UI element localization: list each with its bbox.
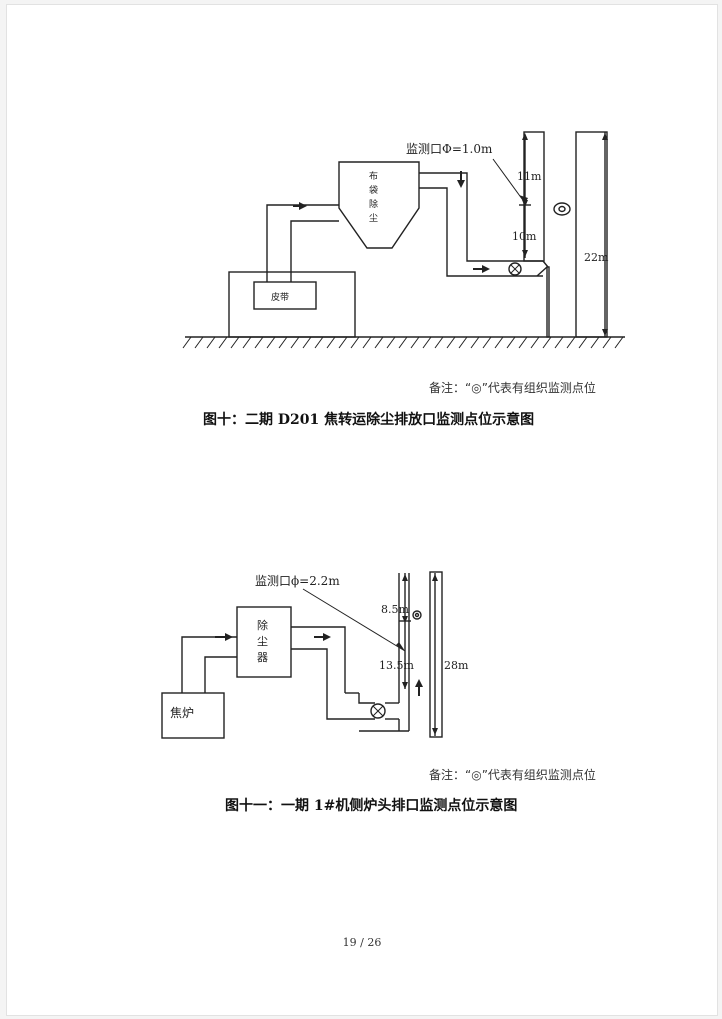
dim-lower-label: 13.5m bbox=[379, 659, 414, 672]
inlet-duct-outer bbox=[181, 636, 237, 693]
dust-collector bbox=[236, 606, 292, 678]
duct-outer bbox=[266, 204, 339, 282]
figure-11-note: 备注：“◎”代表有组织监测点位 bbox=[429, 768, 596, 782]
figure-10-diagram: 监测口Φ=1.0m 11m 10m 22m 布 袋 除 尘 皮带 bbox=[182, 131, 625, 349]
dim-upper-label: 11m bbox=[517, 170, 542, 183]
monitor-pointer bbox=[302, 588, 406, 652]
bag-filter-label: 布 bbox=[369, 170, 378, 182]
flow-arrow-icon bbox=[323, 633, 331, 641]
flow-arrow-icon bbox=[457, 180, 465, 188]
dim-total-label: 28m bbox=[444, 659, 469, 672]
figure-11-diagram: 监测口ϕ=2.2m 8.5m 13.5m 28m 除 尘 器 焦炉 bbox=[161, 571, 469, 739]
duct-inner bbox=[290, 220, 339, 282]
flow-arrow-icon bbox=[299, 202, 307, 210]
furnace-label: 焦炉 bbox=[170, 706, 194, 720]
belt-box bbox=[253, 281, 317, 310]
belt-housing bbox=[228, 271, 356, 338]
chimney bbox=[575, 131, 608, 338]
monitor-label: 监测口Φ=1.0m bbox=[406, 142, 493, 156]
dim-lower-label: 10m bbox=[512, 230, 537, 243]
svg-text:袋: 袋 bbox=[369, 184, 378, 196]
figure-11-caption: 图十一：一期 1#机侧炉头排口监测点位示意图 bbox=[225, 798, 518, 814]
belt-label: 皮带 bbox=[271, 291, 289, 303]
fan-icon bbox=[370, 703, 386, 719]
furnace-box bbox=[161, 692, 225, 739]
outlet-duct-outer bbox=[291, 626, 346, 693]
outlet-duct-inner bbox=[419, 187, 543, 277]
chimney bbox=[429, 571, 443, 738]
figure-10-note: 备注：“◎”代表有组织监测点位 bbox=[429, 381, 596, 395]
fan-base bbox=[536, 266, 548, 277]
stack-base bbox=[546, 266, 550, 338]
outlet-duct-outer bbox=[419, 172, 543, 262]
exhaust-stack bbox=[523, 131, 545, 262]
svg-text:尘: 尘 bbox=[369, 213, 378, 224]
monitor-point-icon bbox=[553, 202, 571, 216]
flow-arrow-icon bbox=[482, 265, 490, 273]
bag-filter bbox=[338, 161, 420, 249]
figure-10-caption: 图十：二期 D201 焦转运除尘排放口监测点位示意图 bbox=[203, 412, 535, 428]
outlet-duct-inner bbox=[291, 648, 375, 720]
stack-joint bbox=[542, 260, 549, 268]
monitor-point-icon bbox=[412, 610, 422, 620]
svg-text:尘: 尘 bbox=[257, 635, 268, 648]
flow-arrow-icon bbox=[225, 633, 233, 641]
fan-icon bbox=[508, 262, 522, 276]
ground-hatching bbox=[182, 336, 624, 349]
dim-total-label: 22m bbox=[584, 251, 609, 264]
svg-text:器: 器 bbox=[257, 651, 268, 664]
page-number: 19 / 26 bbox=[342, 936, 382, 949]
flow-arrow-icon bbox=[415, 679, 423, 687]
document-page: 监测口Φ=1.0m 11m 10m 22m 布 袋 除 尘 皮带 备注：“◎”代… bbox=[6, 4, 718, 1016]
svg-text:除: 除 bbox=[369, 198, 378, 210]
dust-collector-label: 除 bbox=[257, 618, 268, 632]
monitor-label: 监测口ϕ=2.2m bbox=[255, 574, 340, 588]
dim-upper-label: 8.5m bbox=[381, 603, 409, 616]
inlet-duct-inner bbox=[204, 656, 237, 693]
